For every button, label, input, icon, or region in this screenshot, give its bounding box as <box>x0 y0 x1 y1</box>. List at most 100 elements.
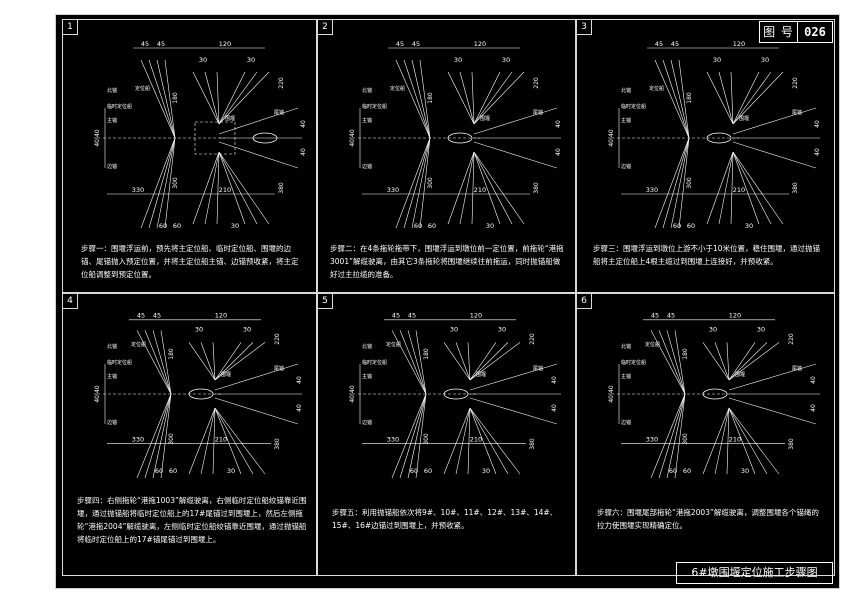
side-anchor-line <box>214 407 242 475</box>
side-anchor-line <box>216 151 220 225</box>
dimension-label: 45 <box>141 40 149 48</box>
dimension-label: 220 <box>792 77 799 89</box>
main-anchor-line <box>144 330 172 395</box>
dimension-label: 210 <box>474 186 486 194</box>
side-anchor-line <box>204 71 220 125</box>
main-anchor-line <box>419 137 431 229</box>
dimension-label: 120 <box>729 312 741 320</box>
dimension-label: 30 <box>757 326 765 334</box>
side-anchor-line <box>216 71 220 125</box>
side-anchor-line <box>459 151 475 225</box>
dimension-label: 210 <box>733 186 745 194</box>
dimension-label: 30 <box>713 56 721 64</box>
dimension-label: 40 <box>555 120 562 128</box>
main-anchor-line <box>678 59 690 139</box>
dimension-label: 300 <box>172 177 179 189</box>
dimension-label: 300 <box>682 433 689 445</box>
callout-label: 边锚 <box>621 163 631 170</box>
callout-label: 定位船 <box>390 85 405 92</box>
dimension-label: 45 <box>671 40 679 48</box>
dimension-label: 30 <box>227 467 235 475</box>
tail-anchor-line <box>732 107 817 135</box>
callout-label: 尾锚 <box>274 109 284 116</box>
dimension-label: 40 <box>814 148 821 156</box>
tail-anchor-line <box>469 397 558 425</box>
step-description: 步骤六：围堰尾部拖轮“港拖2003”解缆驶离，调整围堰各个锚绳的拉力使围堰实现精… <box>597 508 819 530</box>
callout-label: 主锚 <box>621 117 631 124</box>
main-anchor-line <box>148 59 176 139</box>
tail-anchor-line <box>728 397 817 425</box>
dimension-label: 40|40 <box>349 385 356 402</box>
dimension-label: 60 <box>683 467 691 475</box>
dimension-label: 45 <box>655 40 663 48</box>
side-anchor-line <box>473 71 525 125</box>
side-anchor-line <box>728 342 768 381</box>
callout-label: 临时定位船 <box>621 103 646 110</box>
dimension-label: 60 <box>428 222 436 230</box>
side-anchor-line <box>200 407 216 475</box>
dimension-label: 45 <box>667 312 675 320</box>
main-anchor-line <box>395 59 431 139</box>
dimension-label: 60 <box>687 222 695 230</box>
side-anchor-line <box>732 151 760 225</box>
side-anchor-line <box>192 71 220 125</box>
main-anchor-line <box>403 59 431 139</box>
dimension-label: 380 <box>529 438 536 450</box>
main-anchor-line <box>654 59 690 139</box>
main-anchor-line <box>152 393 172 479</box>
side-anchor-line <box>218 71 246 125</box>
side-anchor-line <box>714 342 730 381</box>
cofferdam-shape <box>702 388 728 400</box>
dimension-label: 45 <box>153 312 161 320</box>
dimension-label: 380 <box>788 438 795 450</box>
side-anchor-line <box>443 342 471 381</box>
main-anchor-line <box>419 59 431 139</box>
dimension-label: 40 <box>300 148 307 156</box>
dimension-label: 40 <box>551 404 558 412</box>
main-anchor-line <box>678 137 690 229</box>
callout-label: 北锚 <box>362 343 372 350</box>
main-anchor-line <box>399 393 427 479</box>
dimension-label: 30 <box>243 326 251 334</box>
side-anchor-line <box>469 407 521 475</box>
dimension-label: 40|40 <box>349 129 356 146</box>
tail-anchor-line <box>214 363 299 391</box>
dimension-label: 220 <box>278 77 285 89</box>
dimension-label: 300 <box>686 177 693 189</box>
callout-label: 北锚 <box>107 87 117 94</box>
dimension-label: 40 <box>814 120 821 128</box>
callout-label: 主锚 <box>362 373 372 380</box>
side-anchor-line <box>702 342 730 381</box>
main-anchor-line <box>411 59 431 139</box>
side-anchor-line <box>728 407 768 475</box>
main-anchor-line <box>674 330 686 395</box>
callout-label: 北锚 <box>621 343 631 350</box>
main-anchor-line <box>148 137 176 229</box>
callout-label: 边锚 <box>362 163 372 170</box>
cofferdam-shape <box>443 388 469 400</box>
dimension-label: 330 <box>132 186 144 194</box>
side-anchor-line <box>214 407 266 475</box>
callout-label: 尾锚 <box>533 365 543 372</box>
dimension-label: 380 <box>278 182 285 194</box>
callout-label: 边锚 <box>621 419 631 426</box>
side-anchor-line <box>214 342 242 381</box>
callout-label: 围堰 <box>480 115 490 122</box>
callout-label: 定位船 <box>649 85 664 92</box>
side-anchor-line <box>469 342 521 381</box>
figure-number-box: 图 号 026 <box>759 21 833 43</box>
side-anchor-line <box>732 71 784 125</box>
drawing-title: 6#墩围堰定位施工步骤图 <box>676 562 833 584</box>
dimension-label: 30 <box>454 56 462 64</box>
dimension-label: 60 <box>155 467 163 475</box>
side-anchor-line <box>469 342 509 381</box>
dimension-label: 210 <box>215 435 227 443</box>
callout-label: 定位船 <box>386 341 401 348</box>
callout-label: 北锚 <box>362 87 372 94</box>
main-anchor-line <box>658 393 686 479</box>
dimension-label: 180 <box>682 348 689 360</box>
